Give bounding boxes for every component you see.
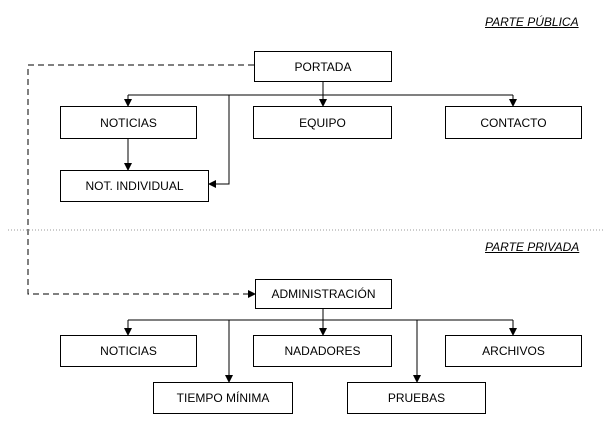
node-nadadores: NADADORES [253,335,392,367]
section-label-private: PARTE PRIVADA [485,240,580,254]
node-not-individual: NOT. INDIVIDUAL [60,170,209,202]
node-contacto: CONTACTO [445,106,582,139]
node-noticias-private: NOTICIAS [60,335,197,367]
portada-connectors [124,82,517,188]
dashed-admin-link [27,64,256,298]
node-administracion: ADMINISTRACIÓN [255,279,392,309]
node-pruebas: PRUEBAS [347,382,486,414]
node-archivos: ARCHIVOS [445,335,582,367]
node-equipo: EQUIPO [253,106,392,139]
node-portada: PORTADA [254,51,392,82]
node-noticias-public: NOTICIAS [60,106,197,139]
section-label-public: PARTE PÚBLICA [485,15,579,29]
node-tiempo-minima: TIEMPO MÍNIMA [153,382,293,414]
administracion-connectors [124,309,517,383]
